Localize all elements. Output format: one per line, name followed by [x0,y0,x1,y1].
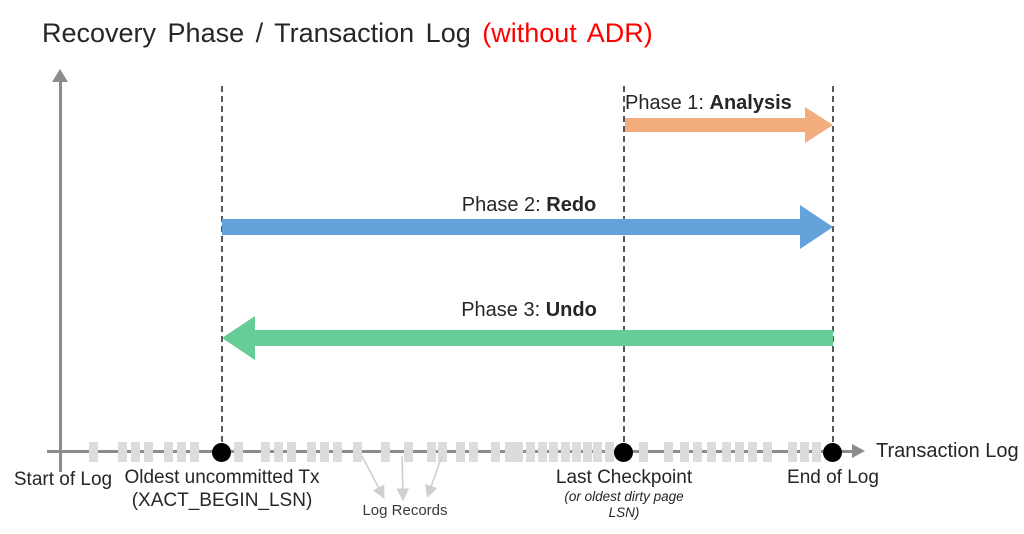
log-record-tick [722,442,731,462]
log-record-tick [381,442,390,462]
log-record-tick [763,442,772,462]
title-main: Recovery Phase / Transaction Log [42,18,471,48]
log-record-tick [812,442,821,462]
log-record-tick [131,442,140,462]
log-record-tick [748,442,757,462]
log-record-tick [274,442,283,462]
log-record-tick [788,442,797,462]
dashed-line-oldest-tx [221,86,223,452]
log-record-tick [261,442,270,462]
dot-last-checkpoint [614,443,633,462]
last-checkpoint-label: Last Checkpoint (or oldest dirty page LS… [534,466,714,521]
log-record-tick [639,442,648,462]
log-record-tick [561,442,570,462]
y-axis-line [59,80,62,472]
page-title: Recovery Phase / Transaction Log (withou… [42,18,653,49]
log-record-tick [505,442,514,462]
phase-3-arrow-body [255,330,833,346]
x-axis-line [47,450,853,453]
last-checkpoint-label-sub: (or oldest dirty page LSN) [564,489,684,520]
log-record-tick [538,442,547,462]
log-record-tick [320,442,329,462]
log-record-tick [427,442,436,462]
log-record-tick [438,442,447,462]
oldest-tx-label-line1: Oldest uncommitted Tx [124,467,320,488]
log-record-tick [353,442,362,462]
log-record-tick [680,442,689,462]
log-records-callout-arrows [361,455,443,502]
log-record-tick [549,442,558,462]
phase-3-name: Undo [545,299,597,321]
phase-2-prefix: Phase 2: [461,194,547,216]
phase-1-arrow-body [625,118,805,132]
phase-2-arrow-body [222,219,800,235]
log-record-tick [307,442,316,462]
oldest-tx-label: Oldest uncommitted Tx (XACT_BEGIN_LSN) [102,466,342,512]
log-record-tick [664,442,673,462]
log-record-tick [234,442,243,462]
last-checkpoint-label-line1: Last Checkpoint [555,467,693,488]
start-of-log-label: Start of Log [13,469,113,490]
phase-3-label: Phase 3: Undo [429,299,629,322]
callout-arrow-icon [361,455,385,499]
phase-3-prefix: Phase 3: [461,299,546,321]
dashed-line-last-checkpoint [623,86,625,452]
log-record-tick [707,442,716,462]
title-highlight: (without ADR) [470,18,653,48]
end-of-log-label: End of Log [787,467,879,488]
log-record-tick [526,442,535,462]
log-record-tick [118,442,127,462]
log-record-tick [404,442,413,462]
log-record-tick [333,442,342,462]
dot-end-of-log [823,443,842,462]
phase-2-name: Redo [546,194,597,216]
phase-1-name: Analysis [709,92,792,114]
log-record-tick [89,442,98,462]
y-axis-arrowhead-icon [52,69,68,82]
log-record-tick [287,442,296,462]
x-axis-arrowhead-icon [852,444,865,458]
log-record-tick [593,442,602,462]
oldest-tx-label-line2: (XACT_BEGIN_LSN) [131,490,313,511]
log-record-tick [605,442,614,462]
phase-1-arrowhead-icon [805,107,833,143]
phase-2-arrowhead-icon [800,205,833,249]
log-record-tick [693,442,702,462]
phase-2-label: Phase 2: Redo [429,194,629,217]
dashed-line-end-of-log [832,86,834,452]
callout-arrow-icon [425,455,443,499]
log-record-tick [572,442,581,462]
log-record-tick [164,442,173,462]
log-record-tick [456,442,465,462]
log-records-label: Log Records [362,502,448,519]
log-record-tick [800,442,809,462]
log-record-tick [469,442,478,462]
log-record-tick [514,442,523,462]
log-record-tick [144,442,153,462]
log-record-tick [190,442,199,462]
callout-arrow-icon [396,455,410,502]
log-record-tick [491,442,500,462]
log-record-tick [177,442,186,462]
phase-1-label: Phase 1: Analysis [625,92,792,115]
phase-3-arrowhead-icon [222,316,255,360]
transaction-log-axis-label: Transaction Log [876,440,1019,462]
dot-oldest-tx [212,443,231,462]
phase-1-prefix: Phase 1: [625,92,710,114]
log-record-tick [735,442,744,462]
log-record-tick [583,442,592,462]
